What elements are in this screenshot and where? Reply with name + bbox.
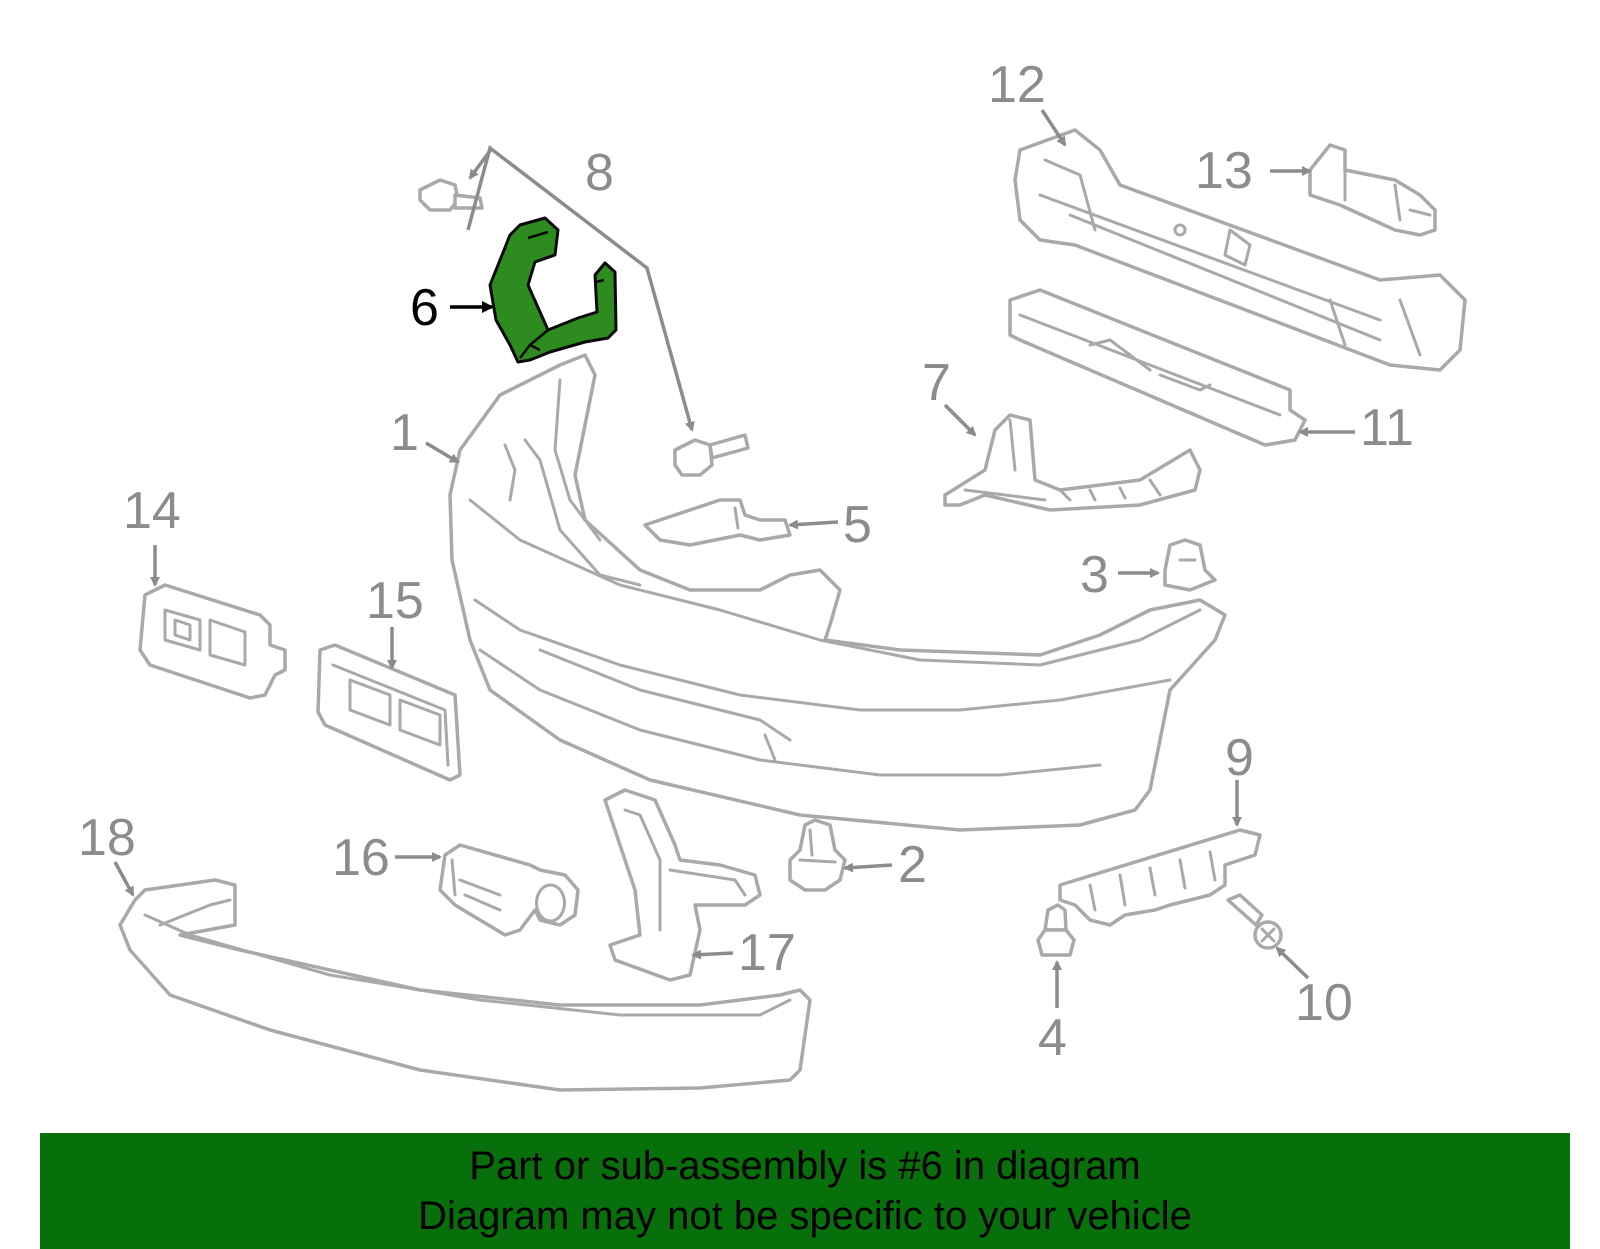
- part-3-clip: [1163, 538, 1217, 592]
- part-14-panel: [138, 583, 287, 700]
- callout-9: 9: [1225, 729, 1254, 787]
- banner-line-2: Diagram may not be specific to your vehi…: [418, 1194, 1192, 1238]
- part-11-absorber: [1008, 288, 1307, 447]
- callout-12: 12: [988, 56, 1046, 114]
- callout-18: 18: [78, 809, 136, 867]
- part-16-sensor: [438, 843, 580, 937]
- part-12-reinforcement: [1013, 128, 1467, 372]
- part-7-side-bracket: [943, 413, 1202, 512]
- part-6-highlighted-bracket: [488, 216, 618, 364]
- callout-14: 14: [123, 482, 181, 540]
- callout-1: 1: [390, 404, 419, 462]
- callout-7: 7: [922, 354, 951, 412]
- leader-lines: [113, 109, 1355, 1008]
- callout-11: 11: [1360, 399, 1414, 457]
- info-banner: Part or sub-assembly is #6 in diagram Di…: [40, 1133, 1570, 1249]
- part-2-clip: [788, 818, 847, 892]
- callout-3: 3: [1080, 546, 1109, 604]
- callout-10: 10: [1295, 974, 1353, 1032]
- callout-4: 4: [1038, 1009, 1067, 1067]
- part-18-spoiler: [118, 878, 812, 1092]
- part-17-bracket: [603, 788, 762, 982]
- part-4-bolt: [1036, 903, 1076, 957]
- callout-8: 8: [585, 144, 614, 202]
- part-13-bracket: [1308, 143, 1437, 237]
- banner-line-1: Part or sub-assembly is #6 in diagram: [469, 1144, 1141, 1188]
- callout-15: 15: [366, 572, 424, 630]
- part-5-plate: [643, 498, 792, 547]
- callout-2: 2: [898, 836, 927, 894]
- callout-5: 5: [843, 496, 872, 554]
- callout-17: 17: [738, 924, 796, 982]
- callout-6: 6: [410, 279, 439, 337]
- callout-16: 16: [332, 829, 390, 887]
- callout-13: 13: [1195, 142, 1253, 200]
- part-1-bumper-cover: [448, 353, 1227, 832]
- part-9-rail: [1058, 828, 1262, 927]
- part-15-license-bracket: [316, 643, 462, 782]
- part-10-screw: [1226, 893, 1283, 950]
